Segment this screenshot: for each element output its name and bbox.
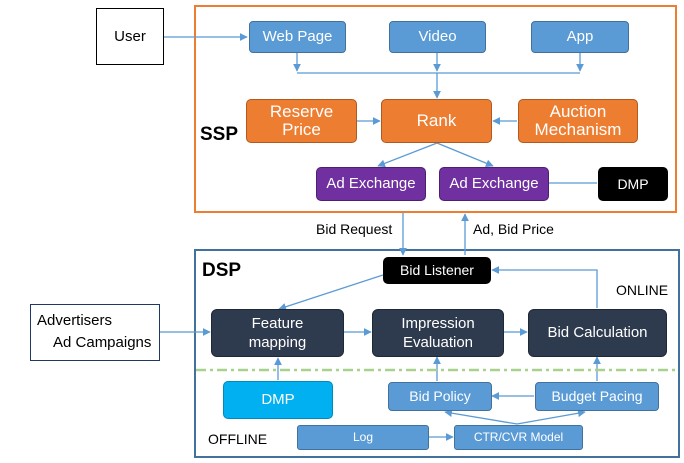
bid-policy-box: Bid Policy xyxy=(388,382,492,411)
reserve-price-box: Reserve Price xyxy=(246,99,357,143)
video-box: Video xyxy=(389,21,486,53)
impression-evaluation-label: Impression Evaluation xyxy=(401,314,475,352)
ad-exchange-2-label: Ad Exchange xyxy=(449,175,539,193)
ad-exchange-2-box: Ad Exchange xyxy=(439,167,549,201)
impression-evaluation-box: Impression Evaluation xyxy=(372,309,504,357)
log-label: Log xyxy=(352,430,374,445)
budget-pacing-label: Budget Pacing xyxy=(551,388,643,405)
bid-request-label: Bid Request xyxy=(316,221,393,237)
video-label: Video xyxy=(418,28,457,46)
auction-mechanism-label: Auction Mechanism xyxy=(534,102,622,139)
bid-listener-box: Bid Listener xyxy=(383,257,491,284)
log-box: Log xyxy=(297,425,429,450)
dsp-dmp-label: DMP xyxy=(261,391,295,409)
dsp-dmp-box: DMP xyxy=(223,381,333,419)
feature-mapping-box: Feature mapping xyxy=(211,309,344,357)
reserve-price-label: Reserve Price xyxy=(269,102,334,139)
ssp-title: SSP xyxy=(200,124,239,145)
bid-policy-label: Bid Policy xyxy=(409,388,471,405)
user-label: User xyxy=(114,27,146,45)
bid-listener-label: Bid Listener xyxy=(400,262,474,279)
user-box: User xyxy=(96,8,164,65)
ad-bid-price-label: Ad, Bid Price xyxy=(473,221,554,237)
advertisers-label: Advertisers xyxy=(37,312,113,329)
app-box: App xyxy=(531,21,629,53)
bid-calculation-box: Bid Calculation xyxy=(528,309,667,357)
dsp-section xyxy=(194,249,680,458)
ssp-dmp-box: DMP xyxy=(598,167,668,201)
ssp-section xyxy=(194,5,677,213)
offline-label: OFFLINE xyxy=(208,431,268,447)
rank-box: Rank xyxy=(381,99,492,143)
ssp-dmp-label: DMP xyxy=(617,175,649,192)
ad-campaigns-label: Ad Campaigns xyxy=(53,334,152,351)
online-label: ONLINE xyxy=(616,282,669,298)
app-label: App xyxy=(566,28,594,46)
budget-pacing-box: Budget Pacing xyxy=(535,382,659,411)
auction-mechanism-box: Auction Mechanism xyxy=(518,99,638,143)
feature-mapping-label: Feature mapping xyxy=(248,314,307,352)
ctr-cvr-model-label: CTR/CVR Model xyxy=(473,430,564,445)
dsp-title: DSP xyxy=(202,260,242,281)
rank-label: Rank xyxy=(416,111,457,131)
web-page-label: Web Page xyxy=(262,28,333,46)
web-page-box: Web Page xyxy=(249,21,346,53)
bid-calculation-label: Bid Calculation xyxy=(547,324,648,342)
ad-exchange-1-box: Ad Exchange xyxy=(316,167,426,201)
ad-exchange-1-label: Ad Exchange xyxy=(326,175,416,193)
ctr-cvr-model-box: CTR/CVR Model xyxy=(454,425,583,450)
advertisers-box: Advertisers Ad Campaigns xyxy=(30,304,160,361)
